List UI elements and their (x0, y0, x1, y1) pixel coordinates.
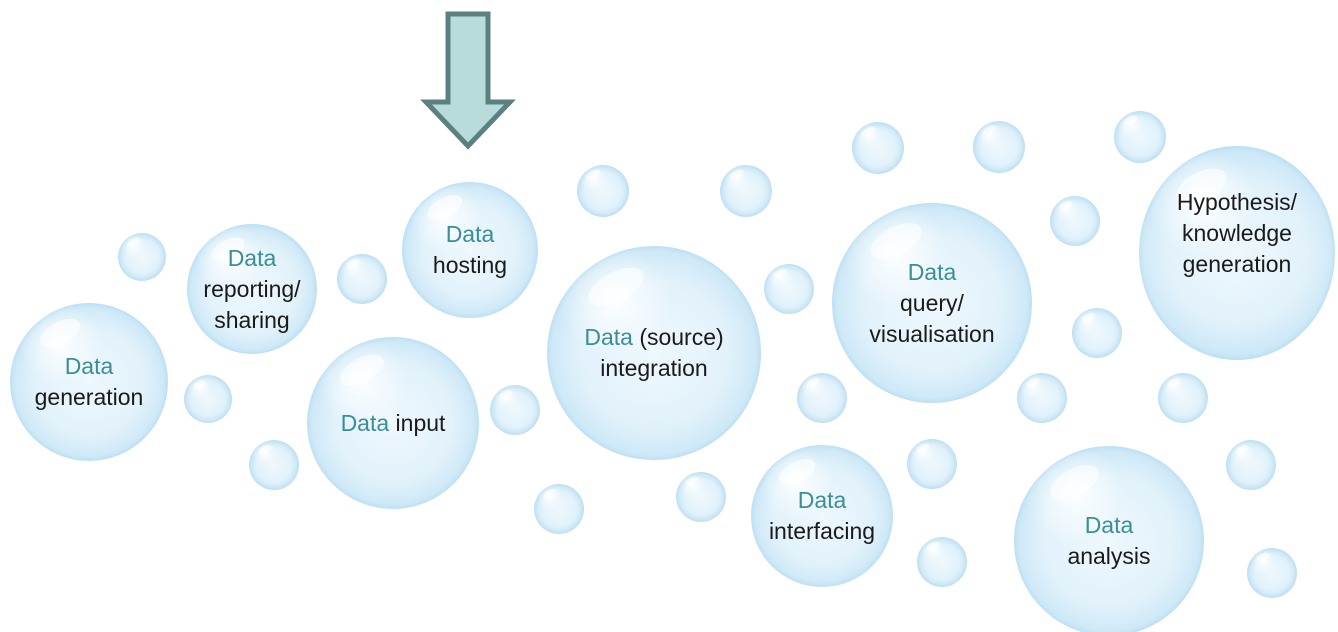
bubble-label: Data analysis (1067, 510, 1150, 572)
bubble-label: Data hosting (433, 219, 507, 281)
bubble-label: Data input (341, 408, 446, 439)
label-text: analysis (1067, 543, 1151, 569)
small-bubble (249, 440, 299, 490)
label-text: knowledge (1182, 219, 1292, 246)
bubble-label: Data query/ visualisation (869, 257, 994, 350)
down-arrow-icon (420, 11, 516, 150)
keyword-text: Data (1084, 512, 1134, 538)
small-bubble (1247, 548, 1297, 598)
small-bubble (720, 165, 772, 217)
keyword-text: Data (797, 487, 847, 513)
keyword-text: Data (227, 244, 277, 271)
keyword-text: Data (445, 221, 495, 247)
keyword-text: Data (340, 409, 390, 436)
small-bubble (1017, 373, 1067, 423)
bubble-data-input: Data input (307, 337, 479, 509)
bubble-hypothesis-knowledge-generation: Hypothesis/ knowledge generation (1139, 146, 1335, 360)
keyword-text: Data (907, 258, 957, 285)
bubble-data-source-integration: Data (source) integration (547, 246, 761, 460)
label-text: generation (34, 384, 144, 410)
label-text: Hypothesis/ (1176, 188, 1298, 215)
small-bubble (490, 385, 540, 435)
small-bubble (118, 233, 166, 281)
small-bubble (1158, 373, 1208, 423)
small-bubble (534, 484, 584, 534)
small-bubble (797, 373, 847, 423)
small-bubble (852, 122, 904, 174)
label-text: input (395, 409, 446, 436)
bubble-label: Data reporting/ sharing (203, 243, 300, 336)
bubble-data-reporting-sharing: Data reporting/ sharing (187, 224, 317, 354)
small-bubble (764, 264, 814, 314)
small-bubble (973, 121, 1025, 173)
label-text: sharing (214, 306, 290, 333)
bubble-data-analysis: Data analysis (1014, 446, 1204, 632)
keyword-text: Data (64, 353, 114, 379)
label-text: visualisation (869, 320, 995, 347)
bubble-label: Data generation (35, 351, 144, 413)
bubble-data-hosting: Data hosting (402, 182, 538, 318)
bubble-data-query-visualisation: Data query/ visualisation (832, 203, 1032, 403)
bubble-label: Hypothesis/ knowledge generation (1177, 187, 1297, 280)
label-text: query/ (900, 289, 964, 316)
small-bubble (917, 537, 967, 587)
bubble-data-generation: Data generation (10, 303, 168, 461)
label-text: integration (600, 355, 708, 381)
bubble-label: Data (source) integration (584, 322, 723, 384)
small-bubble (1072, 308, 1122, 358)
small-bubble (337, 254, 387, 304)
small-bubble (907, 439, 957, 489)
keyword-text: Data (584, 324, 633, 350)
label-text: generation (1182, 250, 1292, 277)
bubble-label: Data interfacing (769, 485, 875, 547)
small-bubble (1050, 196, 1100, 246)
label-text: hosting (432, 252, 508, 278)
small-bubble (577, 165, 629, 217)
bubble-data-interfacing: Data interfacing (751, 445, 893, 587)
small-bubble (676, 472, 726, 522)
small-bubble (1114, 111, 1166, 163)
label-text: reporting/ (203, 275, 301, 302)
label-text: interfacing (768, 518, 876, 544)
small-bubble (184, 375, 232, 423)
label-text: (source) (639, 324, 724, 350)
small-bubble (1226, 440, 1276, 490)
